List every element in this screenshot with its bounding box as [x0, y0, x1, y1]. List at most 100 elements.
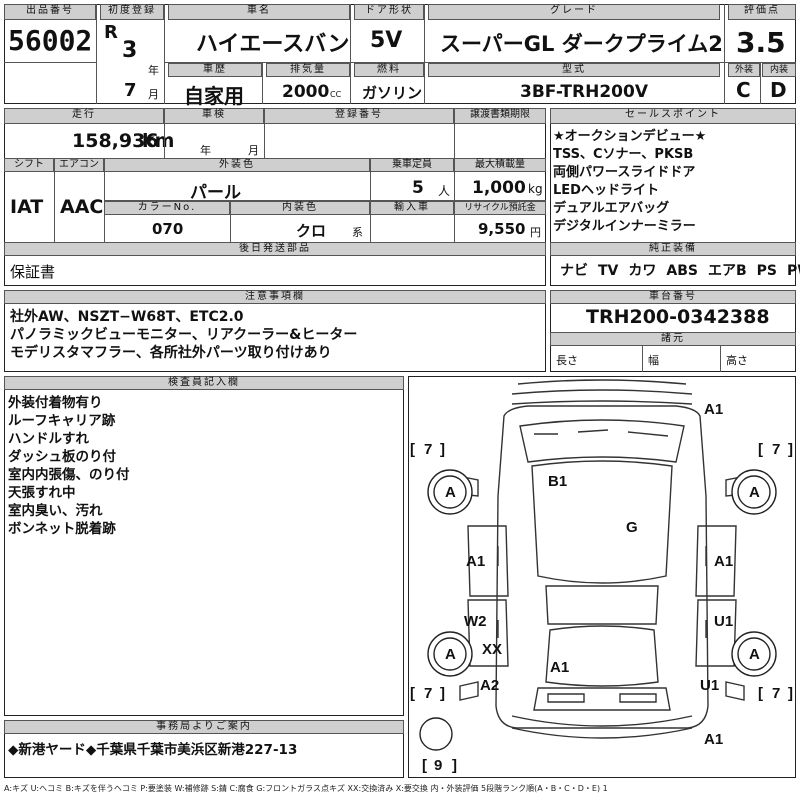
cc-unit: CC [330, 90, 342, 99]
reg-month-unit: 月 [148, 88, 159, 101]
reg-month: 7 [124, 80, 137, 101]
inspector-line: ルーフキャリア跡 [8, 413, 116, 429]
capacity-unit: 人 [438, 184, 451, 198]
rear-outline [533, 687, 671, 711]
score-label: 評価点 [728, 4, 796, 20]
header-block [4, 4, 796, 104]
reg-year: 3 [122, 38, 138, 63]
int-grade-label: 内装 [762, 63, 796, 77]
color-no: 070 [152, 220, 184, 238]
sales-points-block [550, 108, 796, 286]
interior-color-unit: 系 [352, 226, 363, 239]
inspector-line: ハンドルすれ [8, 431, 89, 447]
mark-roof: B1 [548, 473, 567, 490]
height-label: 高さ [726, 354, 748, 367]
note-line: 社外AW、NSZT−W68T、ETC2.0 [10, 309, 244, 325]
inspector-line: 室内内張傷、のり付 [8, 467, 130, 483]
svg-text:]: ] [788, 441, 793, 458]
note-line: モデリスタマフラー、各所社外パーツ取り付けあり [10, 345, 332, 361]
mark-rear-gate: A1 [550, 659, 569, 676]
interior-color-label: 内装色 [230, 201, 370, 215]
equip-pw: PW [787, 263, 800, 279]
sales-point: TSS、Cソナー、PKSB [553, 147, 694, 162]
car-diagram-block [408, 376, 796, 778]
mark-left-front-door: A1 [466, 553, 485, 570]
inspector-line: 天張すれ中 [8, 485, 76, 501]
tread-spare: 9 [434, 757, 442, 774]
svg-text:[: [ [410, 685, 415, 702]
roof-outline [531, 460, 673, 584]
later-parts-label: 後日発送部品 [4, 242, 546, 256]
insp-year-unit: 年 [200, 144, 211, 157]
right-side-outline [695, 525, 737, 667]
lot-number-label: 出品番号 [4, 4, 96, 20]
inspector-line: 室内臭い、汚れ [8, 503, 103, 519]
max-load: 1,000 [472, 178, 526, 198]
mark-tire-lr: A [445, 646, 456, 663]
mark-left-xx: XX [482, 641, 502, 658]
capacity-label: 乗車定員 [370, 158, 454, 172]
later-parts: 保証書 [10, 263, 56, 281]
office-text: ◆新港ヤード◆千葉県千葉市美浜区新港227-13 [8, 742, 298, 758]
history-label: 車歴 [168, 63, 262, 77]
svg-text:[: [ [422, 757, 427, 774]
mileage: 158,936 [72, 130, 159, 152]
sales-point: ★オークションデビュー★ [553, 129, 707, 144]
fuel: ガソリン [362, 84, 423, 102]
reg-year-unit: 年 [148, 64, 159, 77]
mark-tire-rf: A [749, 484, 760, 501]
history: 自家用 [184, 84, 244, 108]
mark-front-bumper: A1 [704, 401, 723, 418]
recycle-fee: 9,550 [478, 220, 526, 238]
equipment-list: ナビTVカワABSエアBPSPW [560, 260, 800, 280]
mark-left-rear-quarter: A2 [480, 677, 499, 694]
mark-left-slide: W2 [464, 613, 487, 630]
svg-text:]: ] [788, 685, 793, 702]
equip-navi: ナビ [560, 263, 588, 279]
lot-number: 56002 [8, 24, 93, 57]
capacity: 5 [412, 178, 424, 198]
recycle-label: リサイクル預託金 [454, 201, 546, 215]
color-label: 外装色 [104, 158, 370, 172]
rear-window-outline [545, 625, 659, 687]
mark-windshield: G [626, 519, 638, 536]
shift: IAT [10, 196, 44, 218]
legend-footnote: A:キズ U:ヘコミ B:キズを伴うヘコミ P:要塗装 W:補修跡 S:錆 C:… [4, 784, 608, 793]
office-label: 事務局よりご案内 [4, 720, 404, 734]
displacement: 2000 [282, 82, 330, 102]
mark-tire-lf: A [445, 484, 456, 501]
score: 3.5 [736, 26, 786, 59]
inspector-line: ボンネット脱着跡 [8, 521, 116, 537]
inspector-block [4, 376, 404, 716]
sales-point: デュアルエアバッグ [553, 201, 670, 216]
spare-tire-icon [419, 717, 453, 751]
chassis-label: 車台番号 [550, 290, 796, 304]
model-type: 3BF-TRH200V [520, 82, 648, 102]
door-type: 5V [370, 28, 403, 53]
chassis-number: TRH200-0342388 [586, 306, 770, 328]
tread-rr: 7 [772, 685, 780, 702]
car-diagram: A1 B1 G A1 A1 W2 U1 XX A1 A2 U1 A1 A A A… [410, 379, 793, 774]
interior-color: クロ [296, 222, 327, 240]
displacement-label: 排気量 [266, 63, 350, 77]
recycle-unit: 円 [530, 226, 541, 239]
door-label: ドア形状 [354, 4, 424, 20]
inspector-line: 外装付着物有り [8, 395, 103, 411]
front-bumper-outline [511, 379, 693, 405]
svg-text:[: [ [758, 441, 763, 458]
svg-text:]: ] [440, 685, 445, 702]
fuel-label: 燃料 [354, 63, 424, 77]
width-label: 幅 [648, 354, 659, 367]
svg-text:[: [ [410, 441, 415, 458]
type-label: 型式 [428, 63, 720, 77]
sales-point: LEDヘッドライト [553, 183, 659, 198]
load-unit: kg [528, 182, 543, 196]
mark-right-front-door: A1 [714, 553, 733, 570]
era: R [104, 22, 118, 43]
model-label: 車名 [168, 4, 350, 20]
equipment-label: 純正装備 [550, 242, 796, 256]
length-label: 長さ [556, 354, 578, 367]
svg-text:]: ] [440, 441, 445, 458]
mileage-label: 走行 [4, 108, 164, 124]
inspector-label: 検査員記入欄 [4, 376, 404, 390]
